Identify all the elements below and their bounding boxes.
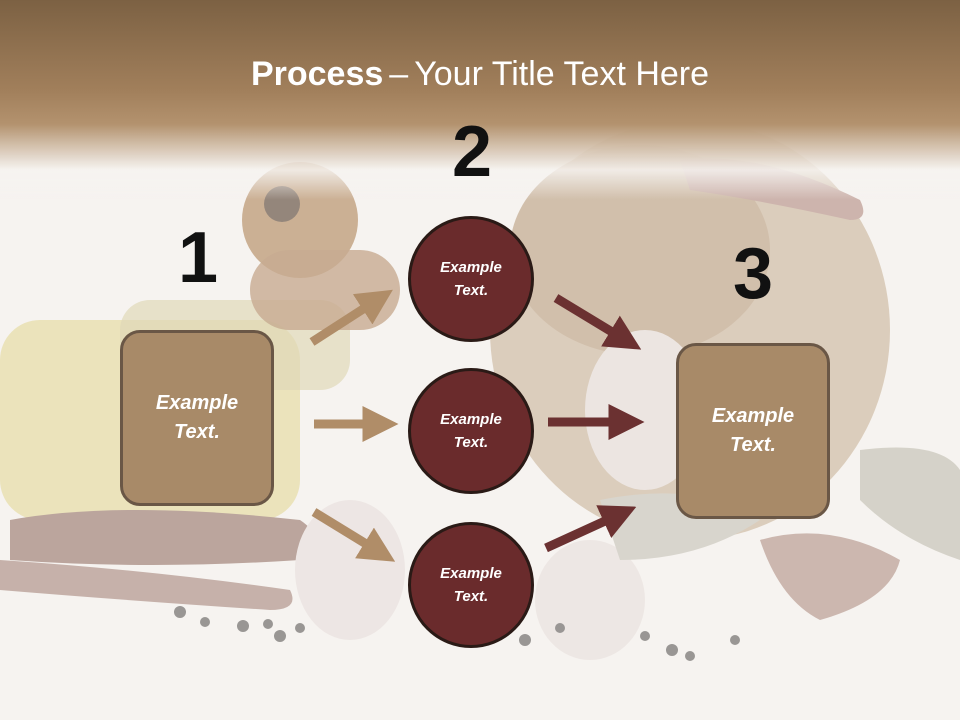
title-bold: Process bbox=[250, 55, 384, 93]
step-number-2: 2 bbox=[451, 112, 493, 192]
step-2-text-middle: Example Text. bbox=[440, 411, 502, 451]
arrow-1-to-2c bbox=[311, 508, 396, 562]
step-3-box[interactable]: Example Text. bbox=[676, 343, 830, 519]
step-number-3: 3 bbox=[732, 234, 774, 314]
arrow-1-to-2a bbox=[309, 289, 393, 346]
step-2-text-top: Example Text. bbox=[440, 259, 502, 299]
step-3-text: Example Text. bbox=[711, 405, 795, 456]
title-dash: – bbox=[389, 55, 409, 93]
step-2-circle-bottom[interactable]: Example Text. bbox=[408, 522, 534, 648]
step-2-text-bottom: Example Text. bbox=[440, 565, 502, 605]
arrow-2c-to-3 bbox=[544, 505, 637, 553]
title-rest: Your Title Text Here bbox=[414, 55, 710, 93]
step-2-circle-top[interactable]: Example Text. bbox=[408, 216, 534, 342]
step-1-box[interactable]: Example Text. bbox=[120, 330, 274, 506]
step-number-1: 1 bbox=[177, 218, 219, 298]
step-1-text: Example Text. bbox=[155, 392, 239, 443]
arrow-2a-to-3 bbox=[553, 294, 642, 350]
step-2-circle-middle[interactable]: Example Text. bbox=[408, 368, 534, 494]
header-band bbox=[0, 0, 960, 200]
slide-title: Process–Your Title Text Here bbox=[0, 52, 960, 96]
